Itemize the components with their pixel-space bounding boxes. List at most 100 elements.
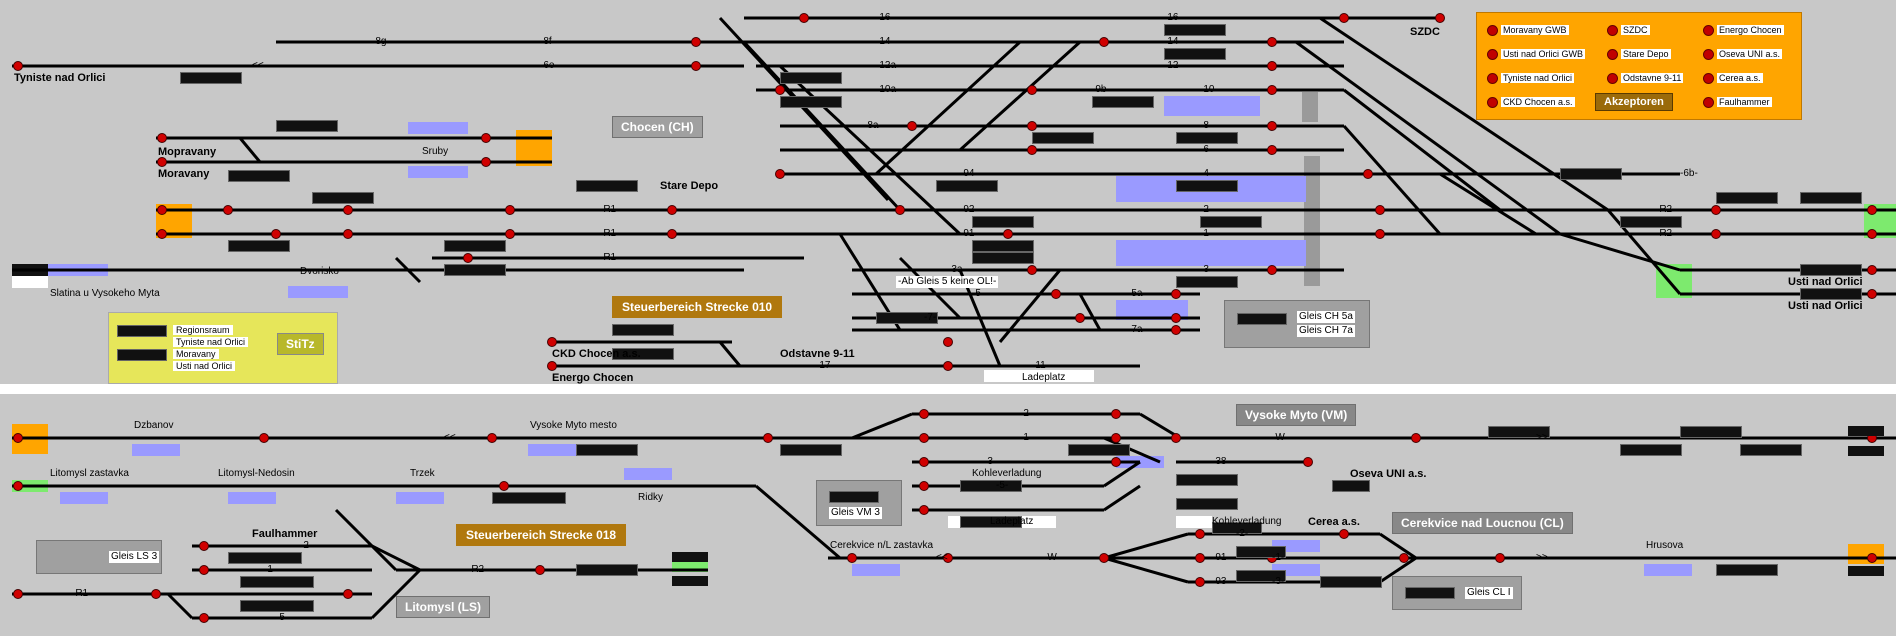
signal-group[interactable] [972,240,1034,252]
signal-group[interactable] [1680,426,1742,438]
track-label: -3- [984,456,997,467]
signal-group[interactable] [960,480,1022,492]
legend-item[interactable]: Moravany GWB [1487,25,1569,37]
signal-group[interactable] [1200,216,1262,228]
signal-group[interactable] [1068,444,1130,456]
track-label: -1- [264,564,277,575]
signal-group[interactable] [117,349,167,361]
station-litomysl[interactable]: Litomysl (LS) [396,596,491,618]
steuer-018[interactable]: Steuerbereich Strecke 018 [456,524,627,546]
signal-group[interactable] [576,180,638,192]
signal-group[interactable] [936,180,998,192]
exit-block [1848,426,1884,436]
signal-group[interactable] [1716,564,1778,576]
arrow-label: << [444,432,456,443]
signal-group[interactable] [1176,474,1238,486]
block-ridky [624,468,672,480]
signal-group[interactable] [240,600,314,612]
region-row: Usti nad Orlici [173,361,236,371]
signal-group[interactable] [876,312,938,324]
signal-group[interactable] [1176,498,1238,510]
signal-group[interactable] [780,96,842,108]
signal-group[interactable] [492,492,566,504]
signal-group[interactable] [1332,480,1370,492]
signal-group[interactable] [576,444,638,456]
block-track-1-3 [1116,240,1306,266]
signal-group[interactable] [444,240,506,252]
signal-group[interactable] [228,240,290,252]
signal-group[interactable] [1800,264,1862,276]
signal-group[interactable] [228,552,302,564]
legend-item[interactable]: Energo Chocen [1703,25,1784,37]
signal-group[interactable] [312,192,374,204]
signal-group[interactable] [1740,444,1802,456]
legend-item[interactable]: Oseva UNI a.s. [1703,49,1783,61]
akzeptoren-button[interactable]: Akzeptoren [1595,93,1673,111]
legend-item[interactable]: SZDC [1607,25,1650,37]
signal-group[interactable] [276,120,338,132]
station-cerekvice[interactable]: Cerekvice nad Loucnou (CL) [1392,512,1573,534]
track-label: -W- [1272,432,1288,443]
signal-group[interactable] [1800,192,1862,204]
signal-group[interactable] [1176,180,1238,192]
signal-group[interactable] [972,252,1034,264]
signal-group[interactable] [1560,168,1622,180]
legend-item[interactable]: Stare Depo [1607,49,1671,61]
signal-group[interactable] [240,576,314,588]
signal-group[interactable] [117,325,167,337]
signal-group[interactable] [1800,288,1862,300]
station-label: Faulhammer [252,528,318,540]
signal-icon [1487,73,1498,85]
signal-group[interactable] [1236,546,1286,558]
signal-group[interactable] [1092,96,1154,108]
arrow-label: >> [1536,552,1548,563]
signal-group[interactable] [228,170,290,182]
signal-group[interactable] [1488,426,1550,438]
signal-group[interactable] [1620,216,1682,228]
legend-item[interactable]: Faulhammer [1703,97,1772,109]
signal-group[interactable] [1032,132,1094,144]
signal-group[interactable] [180,72,242,84]
signal-group[interactable] [576,564,638,576]
signal-group[interactable] [1164,24,1226,36]
signal-group[interactable] [780,72,842,84]
station-label: SZDC [1410,26,1440,38]
signal-group[interactable] [1176,276,1238,288]
signal-group[interactable] [829,491,879,503]
block-ln [228,492,276,504]
track-label: -R1- [600,228,620,239]
station-chocen[interactable]: Chocen (CH) [612,116,703,138]
signal-group[interactable] [972,216,1034,228]
signal-group[interactable] [1176,132,1238,144]
signal-group[interactable] [780,444,842,456]
signal-group[interactable] [960,516,1022,528]
stitz-button[interactable]: StiTz [277,333,324,355]
legend-item[interactable]: Cerea a.s. [1703,73,1763,85]
signal-group[interactable] [1320,576,1382,588]
track-label: -12- [1164,60,1182,71]
legend-item[interactable]: CKD Chocen a.s. [1487,97,1575,109]
legend-item[interactable]: Tyniste nad Orlici [1487,73,1575,85]
legend-item[interactable]: Odstavne 9-11 [1607,73,1684,85]
track-label: -91- [960,228,978,239]
block-sruby-1 [408,122,468,134]
steuer-010[interactable]: Steuerbereich Strecke 010 [612,296,783,318]
signal-group[interactable] [612,348,674,360]
signal-group[interactable] [612,324,674,336]
track-label: -2- [1020,408,1033,419]
legend-box: Moravany GWB SZDC Energo Chocen Usti nad… [1476,12,1802,120]
gleis-ch-panel: Gleis CH 5a Gleis CH 7a [1224,300,1370,348]
track-label: -1- [1272,552,1285,563]
legend-item[interactable]: Usti nad Orlici GWB [1487,49,1586,61]
station-vysoke-myto[interactable]: Vysoke Myto (VM) [1236,404,1357,426]
signal-group[interactable] [1164,48,1226,60]
signal-group[interactable] [444,264,506,276]
track-label: -10- [1200,84,1218,95]
signal-group[interactable] [1237,313,1287,325]
signal-group[interactable] [1716,192,1778,204]
gleis-label: Gleis CH 7a [1297,325,1355,337]
signal-group[interactable] [1236,570,1286,582]
signal-group[interactable] [1405,587,1455,599]
signal-group[interactable] [1620,444,1682,456]
signal-group[interactable] [1212,522,1262,534]
